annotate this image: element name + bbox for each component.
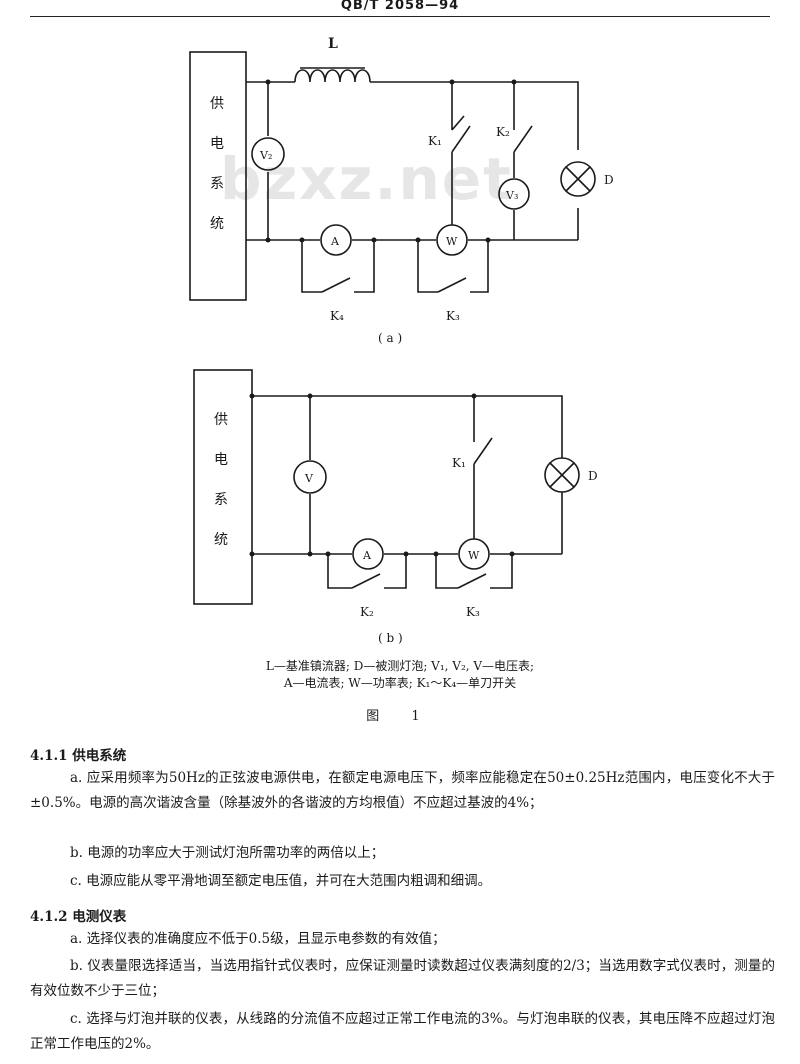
section-title-4-1-2: 4.1.2 电测仪表 <box>30 909 127 925</box>
inductor-coil <box>294 69 371 83</box>
top-wire <box>246 81 579 240</box>
supply-label-2: 电 <box>210 136 224 152</box>
k3-label: K₃ <box>446 309 460 323</box>
k2-label: K₂ <box>360 605 374 619</box>
figure-legend-line-2: A—电流表; W—功率表; K₁～K₄—单刀开关 <box>283 676 517 690</box>
k2-label: K₂ <box>496 125 510 139</box>
supply-box <box>189 51 247 301</box>
ammeter-label: A <box>330 235 340 248</box>
switch-k1 <box>451 125 471 153</box>
paragraph-4-1-2-a: a. 选择仪表的准确度应不低于0.5级，且显示电参数的有效值； <box>70 931 446 947</box>
standard-header: QB/T 2058—94 <box>340 0 460 13</box>
figure-a-caption: ( a ) <box>378 331 402 345</box>
lamp-d <box>560 161 596 197</box>
k1-label: K₁ <box>428 134 442 148</box>
paragraph-4-1-1-c: c. 电源应能从零平滑地调至额定电压值，并可在大范围内粗调和细调。 <box>70 873 492 889</box>
switch-k2 <box>351 573 381 589</box>
paragraph-4-1-1-b: b. 电源的功率应大于测试灯泡所需功率的两倍以上； <box>70 845 385 861</box>
circuit-figure-b: 供 电 系 统 V A W K₁ K₂ K₃ D ( b ) <box>193 369 598 645</box>
voltmeter-v <box>293 460 327 494</box>
circuit-figure-a: 供 电 系 统 L V₂ V₃ A W K₁ K₂ K₄ K₃ D ( a ) <box>189 36 614 345</box>
wattmeter-label: W <box>468 549 480 562</box>
voltmeter-v2 <box>251 137 285 171</box>
switch-k3 <box>457 573 487 589</box>
supply-label-1: 供 <box>214 412 228 428</box>
ammeter-a <box>320 224 352 256</box>
supply-label-1: 供 <box>210 96 224 112</box>
figure-b-caption: ( b ) <box>378 631 403 645</box>
paragraph-4-1-1-a: a. 应采用频率为50Hz的正弦波电源供电，在额定电源电压下，频率应能稳定在50… <box>30 770 775 811</box>
top-wire <box>252 395 563 554</box>
voltmeter-label: V <box>304 472 314 485</box>
section-title-4-1-1: 4.1.1 供电系统 <box>30 748 127 764</box>
lamp-label: D <box>604 173 614 187</box>
supply-label-4: 统 <box>214 532 228 548</box>
paragraph-4-1-2-c: c. 选择与灯泡并联的仪表，从线路的分流值不应超过正常工作电流的3%。与灯泡串联… <box>30 1011 775 1052</box>
paragraph-4-1-2-b: b. 仪表量限选择适当，当选用指针式仪表时，应保证测量时读数超过仪表满刻度的2/… <box>30 958 775 999</box>
supply-label-4: 统 <box>210 216 224 232</box>
supply-label-2: 电 <box>214 452 228 468</box>
v3-label: V₃ <box>505 189 518 202</box>
k3-label: K₃ <box>466 605 480 619</box>
k4-label: K₄ <box>330 309 344 323</box>
supply-box <box>193 369 253 605</box>
supply-label-3: 系 <box>210 176 224 192</box>
voltmeter-v3 <box>498 178 530 210</box>
k1-label: K₁ <box>452 456 466 470</box>
supply-label-3: 系 <box>214 492 228 508</box>
header-rule <box>30 16 770 17</box>
switch-k4 <box>321 277 351 293</box>
switch-k2 <box>513 125 533 153</box>
v2-label: V₂ <box>259 149 272 162</box>
wattmeter-label: W <box>446 235 458 248</box>
figure-legend-line-1: L—基准镇流器; D—被测灯泡; V₁, V₂, V—电压表; <box>265 659 535 673</box>
inductor-label: L <box>328 36 338 52</box>
switch-k1 <box>473 437 493 465</box>
lamp-d <box>544 457 580 493</box>
ammeter-label: A <box>362 549 372 562</box>
figure-caption: 图 1 <box>366 709 434 724</box>
switch-k3 <box>437 277 467 293</box>
lamp-label: D <box>588 469 598 483</box>
ammeter-a <box>352 538 384 570</box>
